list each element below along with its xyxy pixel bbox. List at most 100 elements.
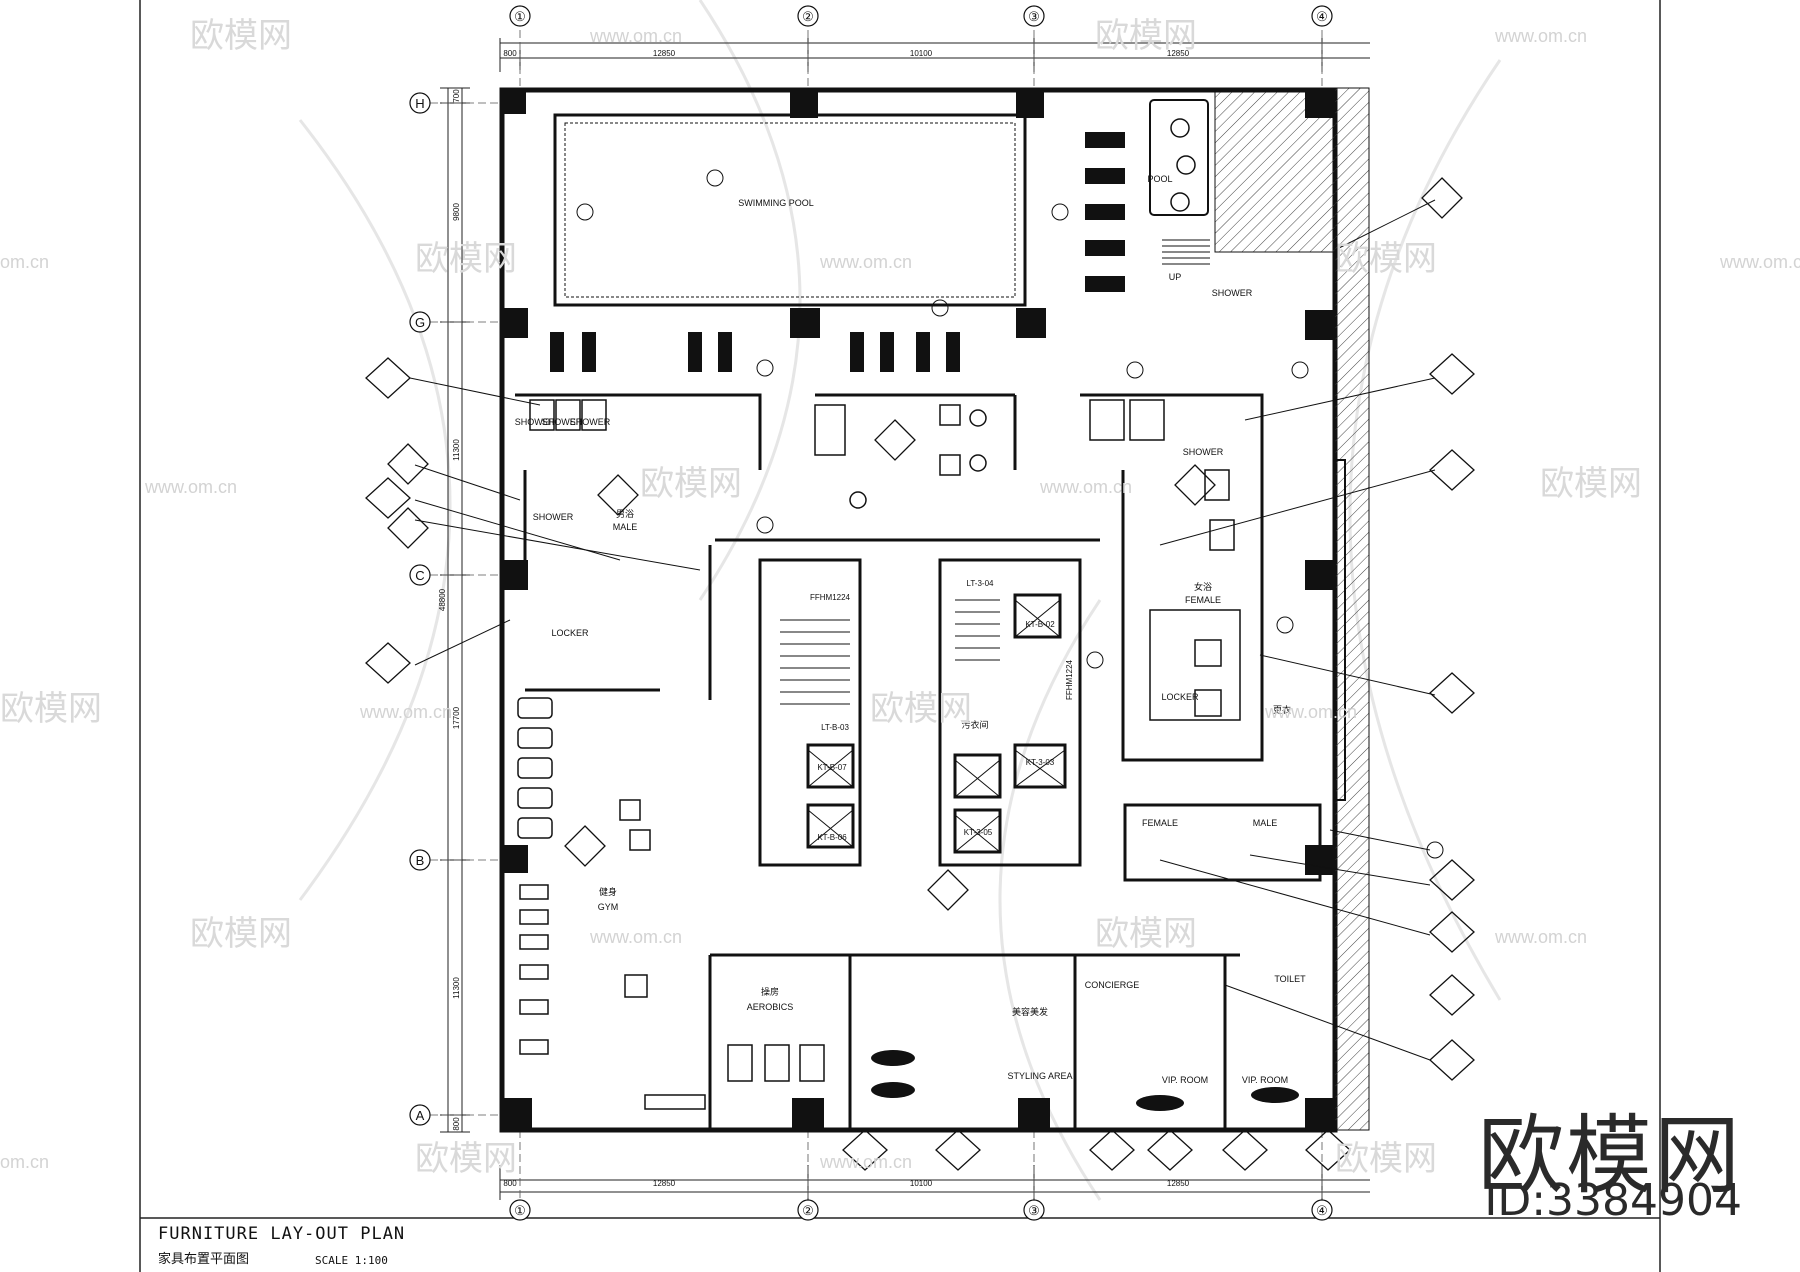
grid-row-c: C <box>415 568 424 583</box>
dim-top-4: 12850 <box>1167 49 1190 58</box>
watermark-url-2: www.om.cn <box>1494 26 1587 46</box>
label-vip-1: VIP. ROOM <box>1162 1075 1208 1085</box>
callout-symbols <box>365 177 1475 1171</box>
salon-chairs <box>871 1050 1299 1111</box>
label-dressing: 更衣 <box>1273 704 1291 715</box>
tag-lift-4: KT-B-07 <box>817 763 847 772</box>
label-jacuzzi: POOL <box>1147 174 1172 184</box>
core-right-stair <box>954 599 1066 853</box>
watermark-brand-4: 欧模网 <box>1335 239 1437 279</box>
grid-row-a: A <box>416 1108 425 1123</box>
label-styling: STYLING AREA <box>1007 1071 1072 1081</box>
core-right <box>938 558 1082 867</box>
watermark-brand-10: 欧模网 <box>1095 914 1197 954</box>
label-male-cn: 男浴 <box>616 509 634 519</box>
label-female-cn: 女浴 <box>1194 581 1212 592</box>
core-tags: LT-B-03 LT-3-04 FFHM1224 FFHM1224 KT-B-0… <box>810 579 1074 842</box>
dim-left-total: 48800 <box>438 588 447 611</box>
model-id: ID:3384904 <box>1484 1175 1742 1226</box>
drawing-title-cn: 家具布置平面图 <box>158 1252 250 1267</box>
changing-fixtures <box>529 399 1241 721</box>
stair-hatch <box>1214 91 1336 253</box>
watermark-brand-3: 欧模网 <box>415 239 517 279</box>
tag-lift-1: LT-B-03 <box>821 723 849 732</box>
grid-col-4-bottom: ④ <box>1316 1203 1328 1218</box>
label-shower-m: SHOWER <box>533 512 574 522</box>
label-female-wc: FEMALE <box>1142 818 1178 828</box>
structural-columns <box>500 90 1335 1130</box>
tag-lift-7: KT-3-05 <box>964 828 993 837</box>
drawing-title: FURNITURE LAY-OUT PLAN <box>158 1224 406 1244</box>
bottom-dimension-chain <box>499 1165 1370 1200</box>
label-shower-f: SHOWER <box>1183 447 1224 457</box>
label-toilet: TOILET <box>1274 974 1306 984</box>
facade-hatch <box>1334 87 1370 1131</box>
label-up: UP <box>1169 272 1182 282</box>
label-swimming-pool: SWIMMING POOL <box>738 198 814 208</box>
dim-bottom-3: 10100 <box>910 1179 933 1188</box>
label-styling-cn: 美容美发 <box>1012 1006 1048 1017</box>
tag-lift-6: KT-3-03 <box>1026 758 1055 767</box>
watermark-url-5: www.om.cn <box>1719 252 1800 272</box>
label-gym-cn: 健身 <box>599 886 617 897</box>
grid-axes <box>430 30 1323 1200</box>
drawing-scale: SCALE 1:100 <box>315 1254 388 1267</box>
core-left <box>758 558 862 867</box>
label-laundry: 污衣间 <box>961 719 988 730</box>
dim-bottom-1: 800 <box>503 1179 517 1188</box>
dim-left-4: 17700 <box>452 706 461 729</box>
watermark-brand-9: 欧模网 <box>190 914 292 954</box>
label-shower-3: SHOWER <box>570 417 611 427</box>
label-female: FEMALE <box>1185 595 1221 605</box>
gym-equipment <box>517 697 706 1110</box>
jacuzzi-seats <box>1170 118 1196 212</box>
grid-labels: ① ② ③ ④ ① ② ③ ④ H G C B A <box>415 9 1328 1218</box>
dimension-text-left: 700 9800 11300 17700 11300 800 48800 <box>438 89 461 1131</box>
watermark-url-1: www.om.cn <box>589 26 682 46</box>
grid-bubbles <box>409 5 1333 1221</box>
watermark-url-7: www.om.cn <box>1039 477 1132 497</box>
tag-lift-5: KT-B-06 <box>817 833 847 842</box>
grid-row-g: G <box>415 315 425 330</box>
watermark-url-12: om.cn <box>0 1152 49 1172</box>
pool-stairs <box>1162 239 1210 265</box>
watermark-url-8: www.om.cn <box>359 702 452 722</box>
grid-col-2-bottom: ② <box>802 1203 814 1218</box>
tag-lift-2: LT-3-04 <box>967 579 995 588</box>
dim-bottom-4: 12850 <box>1167 1179 1190 1188</box>
dim-left-6: 800 <box>452 1117 461 1131</box>
watermark-brand-11: 欧模网 <box>415 1139 517 1179</box>
watermark-url-9: www.om.cn <box>1264 702 1357 722</box>
swimming-pool-edge <box>553 113 1027 307</box>
label-locker-f: LOCKER <box>1161 692 1199 702</box>
dimension-text: 800 12850 10100 12850 800 12850 10100 12… <box>503 49 1189 1188</box>
dim-left-5: 11300 <box>452 977 461 999</box>
tag-door-1: FFHM1224 <box>810 593 851 602</box>
dim-left-2: 9800 <box>452 203 461 221</box>
label-gym: GYM <box>598 902 619 912</box>
watermark-brand-1: 欧模网 <box>190 16 292 56</box>
tag-lift-3: KT-B-02 <box>1025 620 1055 629</box>
grid-row-h: H <box>415 96 424 111</box>
dim-bottom-2: 12850 <box>653 1179 676 1188</box>
label-male-wc: MALE <box>1253 818 1278 828</box>
watermark-brand-7: 欧模网 <box>0 689 102 729</box>
label-male: MALE <box>613 522 638 532</box>
grid-col-4-top: ④ <box>1316 9 1328 24</box>
aerobics-mats <box>727 1044 825 1082</box>
dim-top-1: 800 <box>503 49 517 58</box>
grid-col-1-top: ① <box>514 9 526 24</box>
label-shower-1: SHOWER <box>515 417 556 427</box>
label-aerobics-cn: 操房 <box>761 986 779 997</box>
title-block: FURNITURE LAY-OUT PLAN 家具布置平面图 <box>158 1224 405 1267</box>
grid-col-3-bottom: ③ <box>1028 1203 1040 1218</box>
watermark-brand-5: 欧模网 <box>640 464 742 504</box>
label-shower-stair: SHOWER <box>1212 288 1253 298</box>
brand-watermark: 欧模网 <box>1478 1106 1742 1206</box>
watermark-url-11: www.om.cn <box>1494 927 1587 947</box>
label-locker: LOCKER <box>551 628 589 638</box>
grid-col-3-top: ③ <box>1028 9 1040 24</box>
interior-walls <box>515 393 1322 1130</box>
core-left-stair <box>780 619 854 848</box>
